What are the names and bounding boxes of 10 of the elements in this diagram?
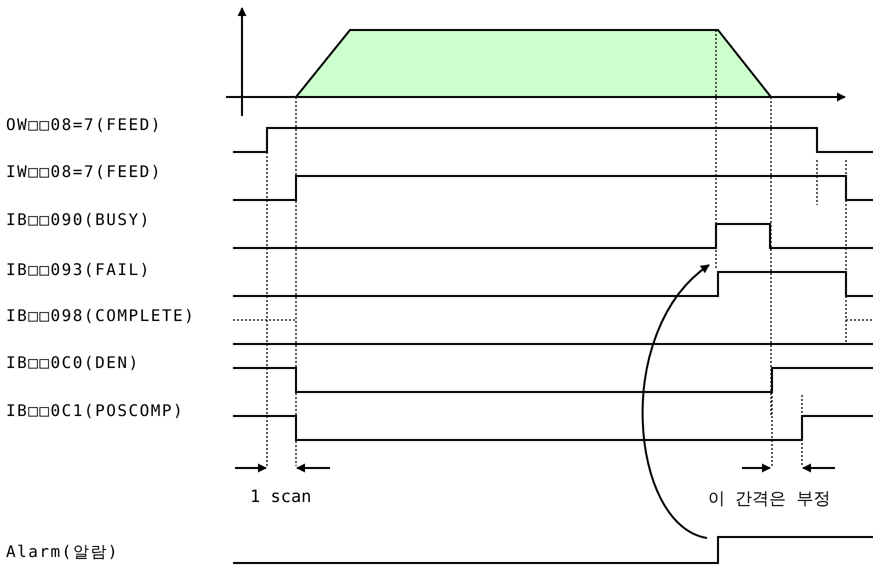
signal-name: OW□□08=7(FEED): [6, 115, 162, 134]
signal-name: Alarm(알람): [6, 542, 119, 563]
timing-note: 1 scan: [250, 487, 312, 507]
signal-name: IB□□090(BUSY): [6, 210, 151, 229]
signal-name: IB□□0C1(POSCOMP): [6, 401, 184, 420]
signal-name: IB□□0C0(DEN): [6, 353, 140, 372]
signal-name: IB□□093(FAIL): [6, 260, 151, 279]
signal-name: IB□□098(COMPLETE): [6, 306, 196, 325]
timing-note: 이 간격은 부정: [708, 488, 830, 510]
signal-name: IW□□08=7(FEED): [6, 162, 162, 181]
